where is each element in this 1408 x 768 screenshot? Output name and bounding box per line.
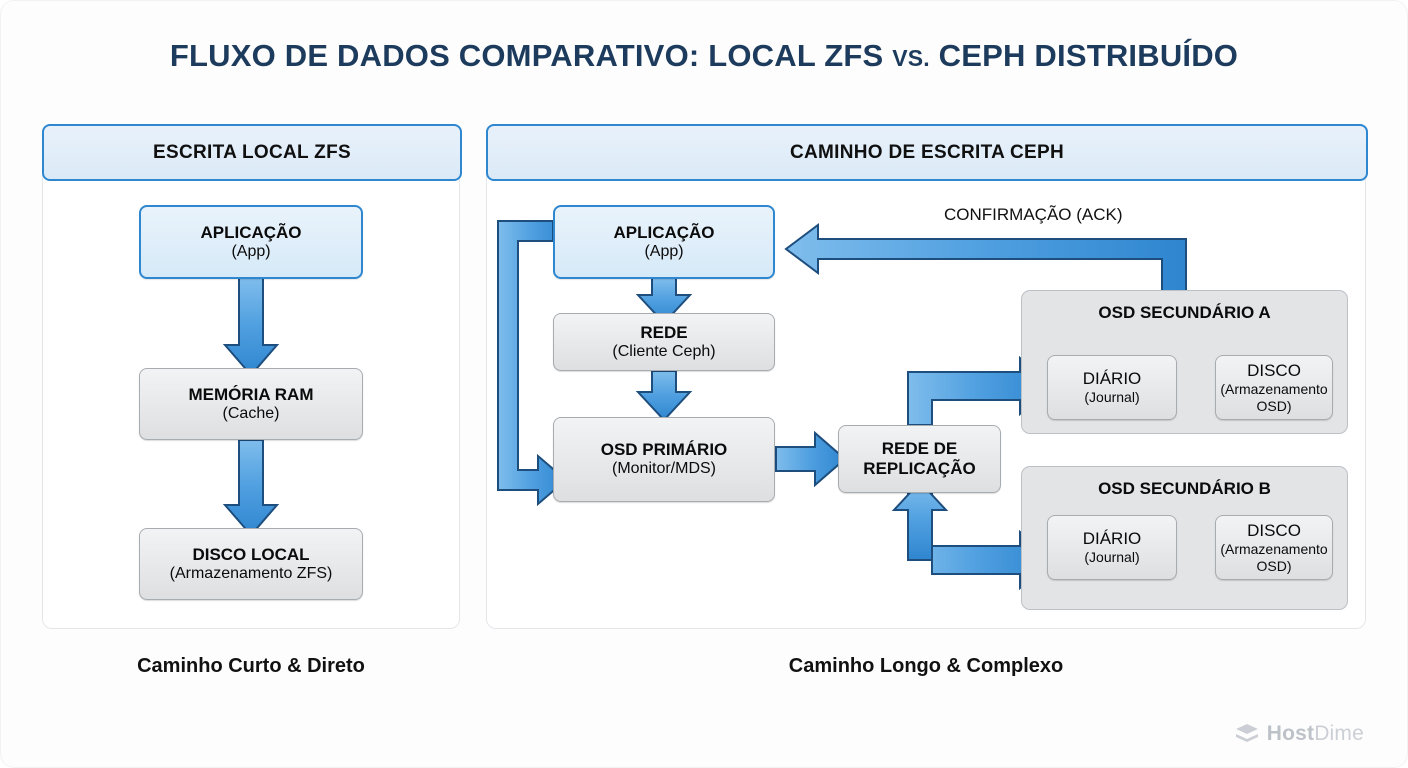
- node-osda-disco-sub: (Armazenamento OSD): [1220, 381, 1328, 414]
- title-vs: VS.: [892, 45, 930, 71]
- panel-right-header: CAMINHO DE ESCRITA CEPH: [486, 124, 1368, 181]
- hostdime-logo: HostDime: [1234, 722, 1364, 746]
- node-osda-diario-title: DIÁRIO: [1082, 369, 1142, 389]
- panel-left-header: ESCRITA LOCAL ZFS: [42, 124, 462, 181]
- node-right-rede-title: REDE: [640, 322, 688, 342]
- node-left-disco-local-sub: (Armazenamento ZFS): [169, 564, 333, 582]
- node-left-aplicacao-title: APLICAÇÃO: [200, 222, 302, 242]
- node-left-aplicacao[interactable]: APLICAÇÃO (App): [139, 205, 363, 279]
- node-left-memoria-ram-sub: (Cache): [222, 404, 280, 422]
- node-osdb-diario[interactable]: DIÁRIO (Journal): [1047, 515, 1177, 580]
- node-rede-replicacao[interactable]: REDE DE REPLICAÇÃO: [838, 425, 1001, 493]
- node-osda-disco-title: DISCO: [1247, 360, 1301, 380]
- caption-right: Caminho Longo & Complexo: [788, 655, 1064, 677]
- node-right-aplicacao-title: APLICAÇÃO: [613, 222, 715, 242]
- node-left-memoria-ram[interactable]: MEMÓRIA RAM (Cache): [139, 368, 363, 440]
- group-osd-secundario-b-title: OSD SECUNDÁRIO B: [1098, 479, 1271, 498]
- node-osda-disco[interactable]: DISCO (Armazenamento OSD): [1215, 355, 1333, 420]
- node-osdb-disco-title: DISCO: [1247, 520, 1301, 540]
- node-rede-replicacao-line2: REPLICAÇÃO: [863, 459, 976, 478]
- node-right-osd-primario-sub: (Monitor/MDS): [611, 460, 716, 478]
- title-part-1: FLUXO DE DADOS COMPARATIVO: LOCAL ZFS: [169, 38, 893, 73]
- node-right-osd-primario-title: OSD PRIMÁRIO: [600, 440, 728, 460]
- page-title: FLUXO DE DADOS COMPARATIVO: LOCAL ZFS VS…: [0, 38, 1408, 74]
- title-part-2: CEPH DISTRIBUÍDO: [929, 38, 1239, 73]
- node-left-disco-local[interactable]: DISCO LOCAL (Armazenamento ZFS): [139, 528, 363, 600]
- node-osdb-disco-sub: (Armazenamento OSD): [1220, 541, 1328, 574]
- node-right-rede[interactable]: REDE (Cliente Ceph): [553, 313, 775, 371]
- hostdime-logo-dime: Dime: [1314, 722, 1364, 745]
- node-osdb-diario-title: DIÁRIO: [1082, 529, 1142, 549]
- node-rede-replicacao-line1: REDE DE: [881, 438, 958, 458]
- node-osdb-disco[interactable]: DISCO (Armazenamento OSD): [1215, 515, 1333, 580]
- node-left-memoria-ram-title: MEMÓRIA RAM: [188, 384, 314, 404]
- layers-icon: [1235, 724, 1258, 742]
- node-right-aplicacao-sub: (App): [644, 242, 684, 260]
- caption-left: Caminho Curto & Direto: [137, 655, 365, 677]
- node-osda-diario[interactable]: DIÁRIO (Journal): [1047, 355, 1177, 420]
- node-osdb-diario-sub: (Journal): [1084, 549, 1140, 566]
- node-left-disco-local-title: DISCO LOCAL: [192, 544, 310, 564]
- hostdime-logo-text: HostDime: [1267, 722, 1364, 746]
- node-right-aplicacao[interactable]: APLICAÇÃO (App): [553, 205, 775, 279]
- group-osd-secundario-a-title: OSD SECUNDÁRIO A: [1098, 303, 1271, 322]
- node-left-aplicacao-sub: (App): [231, 242, 271, 260]
- node-osda-diario-sub: (Journal): [1084, 389, 1140, 406]
- ack-label: CONFIRMAÇÃO (ACK): [944, 205, 1123, 224]
- node-right-rede-sub: (Cliente Ceph): [612, 342, 716, 360]
- node-right-osd-primario[interactable]: OSD PRIMÁRIO (Monitor/MDS): [553, 417, 775, 502]
- hostdime-logo-host: Host: [1266, 722, 1315, 745]
